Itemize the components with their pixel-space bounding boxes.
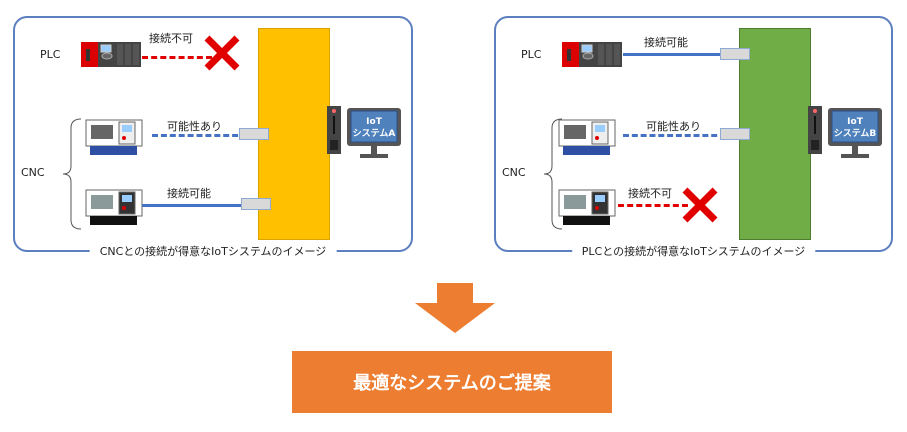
plc-connection-line bbox=[623, 53, 728, 56]
proposal-banner: 最適なシステムのご提案 bbox=[292, 351, 612, 413]
panel-caption: PLCとの接続が得意なIoTシステムのイメージ bbox=[571, 243, 816, 259]
plc-port bbox=[720, 48, 750, 60]
cnc2-connection-label: 接続可能 bbox=[167, 187, 211, 200]
computer-icon: IoT システムB bbox=[808, 106, 882, 158]
system-label-line2: システムA bbox=[353, 128, 396, 139]
cnc-machine-2-icon bbox=[558, 189, 616, 225]
cnc-label: CNC bbox=[21, 166, 45, 179]
cnc1-connection-label: 可能性あり bbox=[167, 120, 222, 133]
cnc1-connection-line bbox=[623, 134, 726, 137]
down-arrow-icon bbox=[415, 283, 495, 333]
plc-label: PLC bbox=[40, 48, 61, 61]
cnc-machine-2-icon bbox=[85, 189, 143, 225]
plc-device-icon bbox=[81, 42, 141, 67]
plc-connection-label: 接続不可 bbox=[149, 32, 193, 45]
cnc2-connection-line bbox=[142, 204, 247, 207]
cnc-label: CNC bbox=[502, 166, 526, 179]
cnc2-port bbox=[241, 198, 271, 210]
cross-icon bbox=[204, 35, 240, 71]
cnc1-port bbox=[720, 128, 750, 140]
computer-icon: IoT システムA bbox=[327, 106, 401, 158]
cnc-machine-1-icon bbox=[85, 119, 143, 155]
system-label-line2: システムB bbox=[834, 128, 877, 139]
cnc2-connection-line bbox=[618, 204, 688, 207]
cnc1-connection-line bbox=[152, 134, 247, 137]
plc-connection-line bbox=[142, 56, 212, 59]
system-label-line1: IoT bbox=[847, 117, 864, 127]
panel-caption: CNCとの接続が得意なIoTシステムのイメージ bbox=[89, 243, 337, 259]
cross-icon bbox=[682, 187, 718, 223]
brace-icon bbox=[62, 118, 82, 230]
cnc1-connection-label: 可能性あり bbox=[646, 120, 701, 133]
cnc1-port bbox=[239, 128, 269, 140]
plc-label: PLC bbox=[521, 48, 542, 61]
panel-system-b: PLC 接続可能 CNC 可能性あり 接続不可 IoT システムB PLCとの接… bbox=[494, 16, 893, 259]
cnc2-connection-label: 接続不可 bbox=[628, 187, 672, 200]
cnc-machine-1-icon bbox=[558, 119, 616, 155]
system-label-line1: IoT bbox=[366, 117, 383, 127]
panel-system-a: PLC 接続不可 CNC 可能性あり 接続可能 IoT システムA CNCとの接… bbox=[13, 16, 413, 259]
plc-device-icon bbox=[562, 42, 622, 67]
plc-connection-label: 接続可能 bbox=[644, 36, 688, 49]
brace-icon bbox=[543, 118, 563, 230]
